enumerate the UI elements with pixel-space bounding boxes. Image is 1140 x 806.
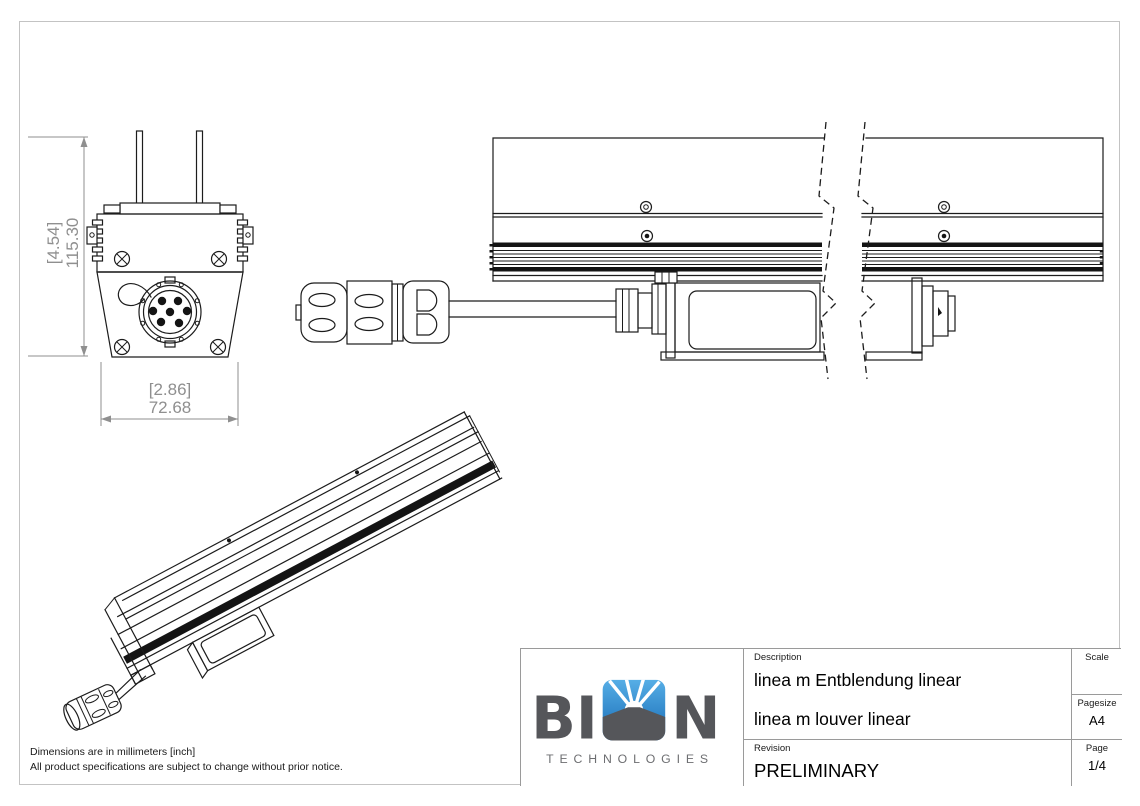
screw — [113, 338, 227, 356]
inline-connector — [295, 280, 450, 345]
disclaimer-line-1: Dimensions are in millimeters [inch] — [30, 746, 196, 758]
scale-cell: Scale — [1071, 649, 1122, 694]
side-clip-left — [86, 226, 98, 245]
connector-pins — [148, 296, 192, 328]
connector-iso — [63, 668, 147, 731]
pagesize-value: A4 — [1089, 713, 1105, 728]
bracket-end-right — [219, 204, 237, 214]
louver-fins-right — [862, 250, 1103, 265]
end-connector — [865, 277, 956, 361]
description-label: Description — [754, 652, 802, 663]
driver-box-iso — [186, 606, 275, 680]
dimension-height: [4.54] 115.30 — [28, 136, 88, 357]
end-cap — [130, 664, 156, 685]
screw — [937, 200, 951, 243]
louver-top-right — [862, 242, 1103, 247]
louver-bottom-right — [862, 267, 1103, 272]
title-block: BI N TECHNOLOGIES Description — [520, 648, 1122, 786]
body-right-segment — [865, 137, 1104, 282]
dim-height-mm: 115.30 — [63, 218, 82, 269]
scale-label: Scale — [1085, 652, 1109, 663]
bion-logo: BI N TECHNOLOGIES — [534, 679, 720, 766]
break-line-right — [857, 121, 876, 380]
circular-connector-face — [138, 276, 202, 348]
driver-housing-front — [96, 271, 244, 358]
description-line-2: linea m louver linear — [754, 708, 911, 729]
dimension-width: [2.86] 72.68 — [100, 362, 239, 426]
logo-letter-n: N — [671, 683, 720, 752]
screw — [639, 200, 654, 243]
logo-wordmark: TECHNOLOGIES — [546, 752, 714, 766]
screw — [113, 250, 228, 268]
louver-stripe — [123, 460, 497, 664]
disclaimer-line-2: All product specifications are subject t… — [30, 760, 343, 773]
side-clip-screw-left — [89, 232, 95, 238]
louver-bottom-left — [493, 267, 822, 272]
dim-height-inch: [4.54] — [44, 222, 63, 265]
logo-cell: BI N TECHNOLOGIES — [521, 649, 743, 786]
cable-gland — [615, 283, 667, 335]
body-left-segment — [492, 137, 825, 282]
bracket-end-left — [103, 204, 121, 214]
description-line-1: linea m Entblendung linear — [754, 670, 962, 690]
page-label: Page — [1085, 743, 1109, 754]
revision-value: PRELIMINARY — [754, 760, 880, 781]
description-cell: Description linea m Entblendung linear l… — [743, 649, 1071, 739]
pagesize-label: Pagesize — [1077, 698, 1117, 709]
mounting-nut — [654, 271, 678, 284]
pagesize-cell: Pagesize A4 — [1071, 694, 1122, 739]
side-clip-screw-right — [245, 232, 251, 238]
louver-end-ticks-right — [1099, 244, 1104, 271]
page-cell: Page 1/4 — [1071, 739, 1122, 786]
suspension-rod-right — [195, 130, 204, 205]
side-view — [295, 121, 1104, 380]
mounting-bracket — [119, 202, 221, 215]
suspension-rod-left — [135, 130, 144, 205]
wire-loop — [117, 283, 152, 307]
revision-cell: Revision PRELIMINARY — [743, 739, 1071, 786]
logo-letters-bi: BI — [534, 683, 598, 752]
louver-top-left — [493, 242, 822, 247]
page-value: 1/4 — [1087, 758, 1107, 773]
heatsink-body — [96, 213, 244, 273]
dim-width-inch: [2.86] — [149, 380, 192, 399]
side-clip-right — [242, 226, 254, 245]
dim-width-mm: 72.68 — [149, 398, 192, 417]
driver-box — [654, 271, 825, 361]
power-cable — [448, 300, 617, 318]
disclaimer: Dimensions are in millimeters [inch] All… — [30, 745, 343, 774]
break-line-left — [818, 121, 837, 380]
louver-fins-left — [493, 250, 822, 265]
isometric-view — [63, 411, 503, 731]
light-icon — [602, 679, 666, 741]
revision-label: Revision — [754, 743, 791, 754]
front-view: [4.54] 115.30 [2.86] 72.68 — [28, 130, 254, 426]
louver-end-ticks-left — [489, 244, 493, 271]
